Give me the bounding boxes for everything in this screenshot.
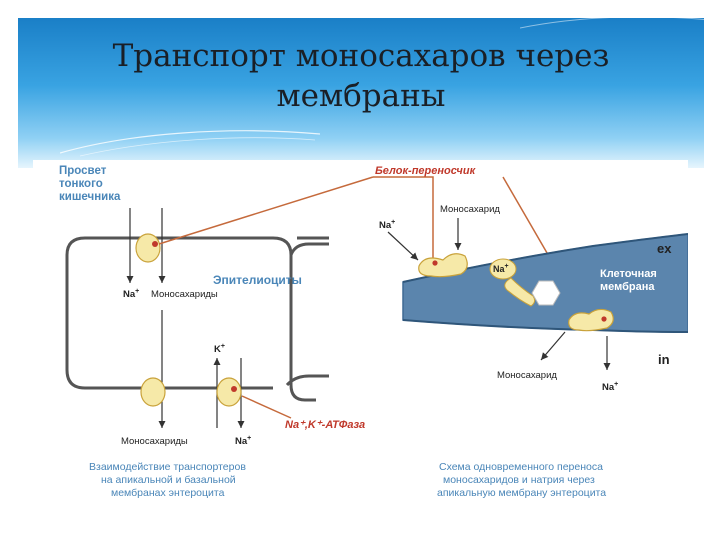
enterocyte-membrane <box>65 236 316 402</box>
decorative-curve <box>60 130 320 157</box>
in-label: in <box>658 352 670 367</box>
carrier-outer <box>418 253 468 278</box>
na-bottom-label: Na+ <box>235 435 251 447</box>
carrier-link-mid <box>373 176 434 260</box>
cell-membrane-label-2: мембрана <box>600 281 655 293</box>
na-k-pump-dot <box>231 386 237 392</box>
k-plus-label: K+ <box>214 343 225 355</box>
slide-title: Транспорт моносахаров через мембраны <box>18 36 704 116</box>
carrier-protein-label: Белок-переносчик <box>375 165 477 177</box>
slide-title-line2: мембраны <box>276 78 446 114</box>
lumen-label-2: тонкого <box>59 178 103 190</box>
slide-title-line1: Транспорт моносахаров через <box>112 38 610 74</box>
lumen-label-1: Просвет <box>59 165 107 177</box>
monosaccharides-bottom-label: Моносахариды <box>121 436 188 447</box>
transport-diagram: Просвет тонкого кишечника Na+ Моносахари… <box>59 165 689 499</box>
monosaccharide-ex-label: Моносахарид <box>440 204 500 215</box>
carrier-outer-dot <box>432 260 438 266</box>
caption-right-3: апикальную мембрану энтероцита <box>437 487 606 499</box>
na-ex-arrow <box>387 231 419 261</box>
monosaccharide-in-label: Моносахарид <box>497 370 557 381</box>
basal-carrier <box>140 377 166 407</box>
transport-figure: Просвет тонкого кишечника Na+ Моносахари… <box>33 160 689 510</box>
na-plus-label-top: Na+ <box>123 288 139 300</box>
apical-carrier-dot <box>152 241 158 247</box>
cell-membrane-label-1: Клеточная <box>600 268 657 280</box>
na-in-label: Na+ <box>602 381 618 393</box>
carrier-inner <box>568 308 614 332</box>
neighbor-cell-membrane <box>289 236 329 256</box>
caption-left-2: на апикальной и базальной <box>101 474 236 486</box>
na-mid-label: Na+ <box>493 263 509 274</box>
pump-label: Na⁺,K⁺-АТФаза <box>285 419 365 431</box>
apical-carrier <box>135 233 161 263</box>
caption-right-1: Схема одновременного переноса <box>439 461 603 473</box>
na-ion <box>489 258 517 280</box>
caption-right-2: моносахаридов и натрия через <box>443 474 595 486</box>
na-ex-label: Na+ <box>379 219 395 231</box>
monosaccharides-top-label: Моносахариды <box>151 289 218 300</box>
lumen-label-3: кишечника <box>59 191 121 203</box>
na-k-pump <box>216 377 242 407</box>
carrier-transit <box>504 277 536 307</box>
pump-link-line <box>241 395 292 419</box>
neighbor-cell-lower-membrane <box>285 374 329 387</box>
monosaccharide-hexagon <box>531 280 561 306</box>
decorative-curve-top <box>520 16 710 29</box>
ex-label: ex <box>657 241 672 256</box>
caption-left-1: Взаимодействие транспортеров <box>89 461 246 473</box>
carrier-inner-dot <box>601 316 607 322</box>
monosaccharide-in-arrow <box>540 331 566 361</box>
title-band <box>18 18 704 168</box>
epithelium-label: Эпителиоциты <box>213 273 302 287</box>
caption-left-3: мембранах энтероцита <box>111 487 225 499</box>
carrier-link-left <box>158 176 374 245</box>
